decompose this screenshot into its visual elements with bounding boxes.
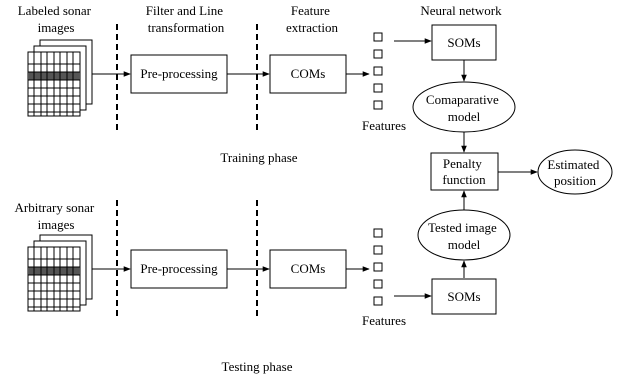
training-coms-label: COMs	[291, 66, 326, 81]
training-image-stack	[27, 39, 93, 117]
testing-features-label: Features	[362, 313, 406, 328]
training-soms-label: SOMs	[447, 35, 480, 50]
training-features-label: Features	[362, 118, 406, 133]
estimated-position-ellipse	[537, 149, 613, 195]
testing-feature-vector	[373, 228, 383, 306]
estimated-position-label: Estimated position	[547, 157, 602, 188]
tested-image-model-ellipse	[417, 209, 511, 261]
testing-phase-label: Testing phase	[222, 359, 293, 374]
testing-soms-label: SOMs	[447, 289, 480, 304]
comparative-model-label: Comaparative model	[426, 92, 502, 124]
tested-image-model-label: Tested image model	[428, 220, 500, 252]
label-labeled-sonar: Labeled sonar images	[18, 3, 95, 35]
training-phase-label: Training phase	[220, 150, 297, 165]
label-filter-line: Filter and Line transformation	[146, 3, 227, 35]
label-feature-extraction: Feature extraction	[286, 3, 338, 35]
penalty-function-box	[430, 152, 499, 191]
testing-coms-box	[269, 249, 347, 289]
comparative-model-ellipse	[412, 81, 516, 133]
testing-preprocessing-label: Pre-processing	[140, 261, 218, 276]
testing-image-stack	[27, 234, 93, 312]
testing-soms-box	[431, 278, 497, 315]
label-arbitrary-sonar: Arbitrary sonar images	[14, 200, 97, 232]
testing-coms-label: COMs	[291, 261, 326, 276]
training-preprocessing-box	[130, 54, 228, 94]
label-neural-network: Neural network	[420, 3, 502, 18]
training-coms-box	[269, 54, 347, 94]
training-preprocessing-label: Pre-processing	[140, 66, 218, 81]
penalty-function-label: Penalty function	[442, 156, 486, 187]
training-feature-vector	[373, 32, 383, 110]
training-soms-box	[431, 24, 497, 61]
testing-preprocessing-box	[130, 249, 228, 289]
